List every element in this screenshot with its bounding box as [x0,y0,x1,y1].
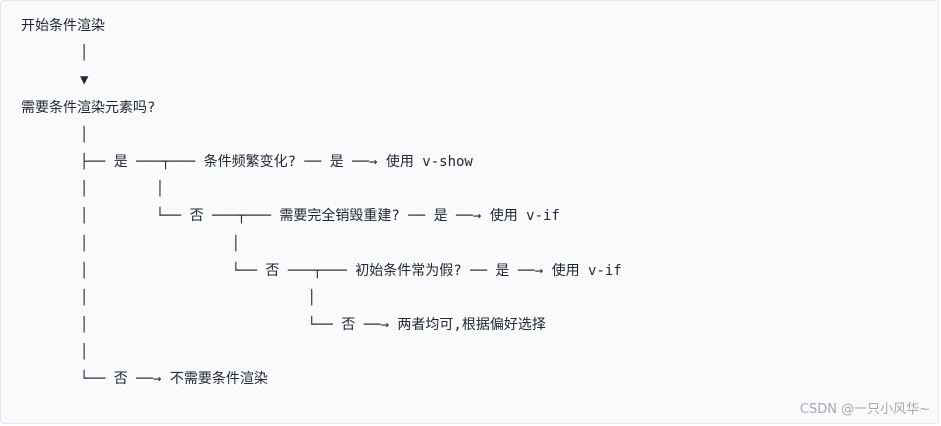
flow-line: │ └── 否 ──→ 两者均可,根据偏好选择 [21,317,546,334]
flow-line: │ [21,45,89,62]
flow-line: │ [21,344,89,361]
csdn-watermark: CSDN @一只小风华~ [799,402,930,417]
flow-line: └── 否 ──→ 不需要条件渲染 [21,371,268,388]
flow-line: │ [21,126,89,143]
flow-line: 需要条件渲染元素吗? [21,99,156,116]
flow-line: ├── 是 ───┬─── 条件频繁变化? ── 是 ──→ 使用 v-show [21,153,473,170]
flowchart-text: 开始条件渲染 │ ▼ 需要条件渲染元素吗? │ ├── 是 ───┬─── 条件频… [21,13,622,394]
flow-line: │ │ [21,181,165,198]
flow-line: │ └── 否 ───┬─── 初始条件常为假? ── 是 ──→ 使用 v-i… [21,262,622,279]
flow-line: │ └── 否 ───┬─── 需要完全销毁重建? ── 是 ──→ 使用 v-… [21,208,560,225]
flow-line: │ │ [21,235,241,252]
flow-line: 开始条件渲染 [21,18,105,34]
flow-line: ▼ [21,72,89,89]
flow-line: │ │ [21,289,317,306]
